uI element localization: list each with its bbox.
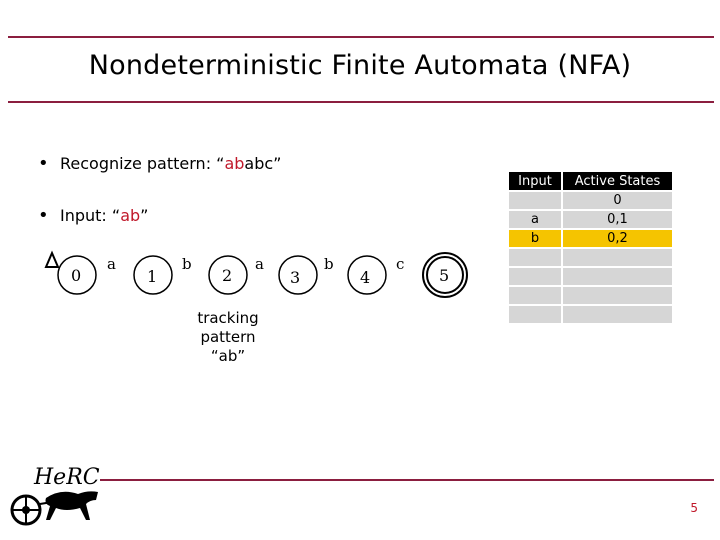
cell-input: b — [509, 230, 561, 247]
state-circle-5-outer — [422, 252, 468, 298]
transition-label-3-4: b — [324, 255, 334, 273]
table-row — [509, 306, 672, 323]
state-label-0: 0 — [71, 266, 81, 285]
cell-states — [563, 249, 672, 266]
state-circle-0 — [57, 255, 97, 295]
table-row — [509, 268, 672, 285]
cell-input — [509, 306, 561, 323]
bullet-pattern-prefix: Recognize pattern: “ — [60, 154, 225, 173]
table-header-row: Input Active States — [509, 172, 672, 190]
bullet-input-prefix: Input: “ — [60, 206, 121, 225]
tracking-note-line: tracking — [197, 309, 259, 327]
slide-title: Nondeterministic Finite Automata (NFA) — [88, 50, 632, 81]
bullet-pattern-highlight: ab — [224, 154, 245, 173]
state-circle-4 — [347, 255, 387, 295]
nfa-diagram: 0 1 2 3 4 5 a b a b c — [44, 250, 468, 298]
page-number: 5 — [690, 501, 698, 515]
table-row — [509, 287, 672, 304]
herc-logo: HeRC — [10, 465, 100, 526]
table-row: 0 — [509, 192, 672, 209]
transition-label-1-2: b — [182, 255, 192, 273]
cell-states — [563, 268, 672, 285]
state-circle-2 — [208, 255, 248, 295]
bullet-input-rest: ” — [140, 206, 149, 225]
tracking-note-line: “ab” — [210, 347, 246, 365]
transition-label-0-1: a — [107, 255, 116, 273]
tracking-note-line: pattern — [200, 328, 256, 346]
cell-states: 0,2 — [563, 230, 672, 247]
herc-logo-text: HeRC — [33, 465, 100, 490]
top-rule — [8, 36, 714, 38]
cell-states: 0 — [563, 192, 672, 209]
table-row-highlighted: b 0,2 — [509, 230, 672, 247]
cell-states — [563, 287, 672, 304]
bullet-pattern: • Recognize pattern: “ababc” — [38, 153, 281, 174]
cell-input — [509, 249, 561, 266]
active-states-table: Input Active States 0 a 0,1 b 0,2 — [507, 170, 674, 325]
cell-input — [509, 268, 561, 285]
transition-label-2-3: a — [255, 255, 264, 273]
bullet-dot: • — [38, 153, 49, 174]
header-active-states: Active States — [563, 172, 672, 190]
table-row — [509, 249, 672, 266]
cell-input — [509, 287, 561, 304]
cell-input: a — [509, 211, 561, 228]
state-circle-3 — [278, 255, 318, 295]
horse-icon — [45, 491, 98, 520]
cell-input — [509, 192, 561, 209]
transition-label-4-5: c — [396, 255, 404, 273]
header-input: Input — [509, 172, 561, 190]
cell-states: 0,1 — [563, 211, 672, 228]
footer-rule — [100, 479, 714, 481]
state-circle-5-inner — [426, 256, 464, 294]
title-underline — [8, 101, 714, 103]
state-label-1: 1 — [147, 267, 157, 286]
bullet-input-highlight: ab — [120, 206, 141, 225]
cell-states — [563, 306, 672, 323]
state-label-4: 4 — [360, 268, 370, 287]
state-label-2: 2 — [222, 266, 232, 285]
bullet-input: • Input: “ab” — [38, 205, 148, 226]
state-label-3: 3 — [290, 268, 300, 287]
table-row: a 0,1 — [509, 211, 672, 228]
tracking-note: tracking pattern “ab” — [188, 309, 268, 366]
state-circle-1 — [133, 255, 173, 295]
start-arrow-icon — [44, 250, 60, 268]
bullet-dot: • — [38, 205, 49, 226]
state-label-5: 5 — [439, 266, 449, 285]
bullet-pattern-rest: abc” — [244, 154, 282, 173]
